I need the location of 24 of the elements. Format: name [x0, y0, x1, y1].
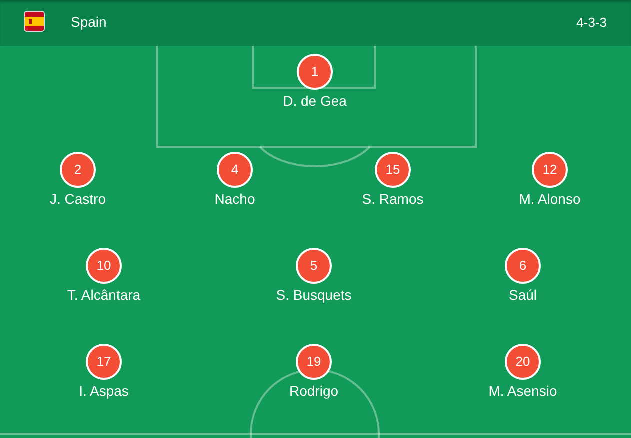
player-marker: 2: [60, 152, 96, 188]
player-marker: 15: [375, 152, 411, 188]
player-name: Nacho: [214, 191, 256, 208]
team-name: Spain: [71, 14, 107, 31]
player-name: Rodrigo: [289, 383, 339, 400]
player-marker: 10: [86, 248, 122, 284]
player-name: I. Aspas: [79, 383, 129, 400]
player-name: S. Busquets: [276, 287, 352, 304]
player-name: Saúl: [508, 287, 538, 304]
player-name: S. Ramos: [362, 191, 424, 208]
player-marker: 1: [297, 54, 333, 90]
player-name: M. Alonso: [519, 191, 581, 208]
formation-label: 4-3-3: [576, 14, 607, 31]
player-name: J. Castro: [50, 191, 106, 208]
player-marker: 4: [217, 152, 253, 188]
player-marker: 17: [86, 344, 122, 380]
player-name: T. Alcântara: [67, 287, 141, 304]
player-name: M. Asensio: [488, 383, 558, 400]
player-name: D. de Gea: [283, 93, 347, 110]
player-marker: 19: [296, 344, 332, 380]
player-marker: 5: [296, 248, 332, 284]
player-marker: 12: [532, 152, 568, 188]
player-marker: 6: [505, 248, 541, 284]
player-marker: 20: [505, 344, 541, 380]
